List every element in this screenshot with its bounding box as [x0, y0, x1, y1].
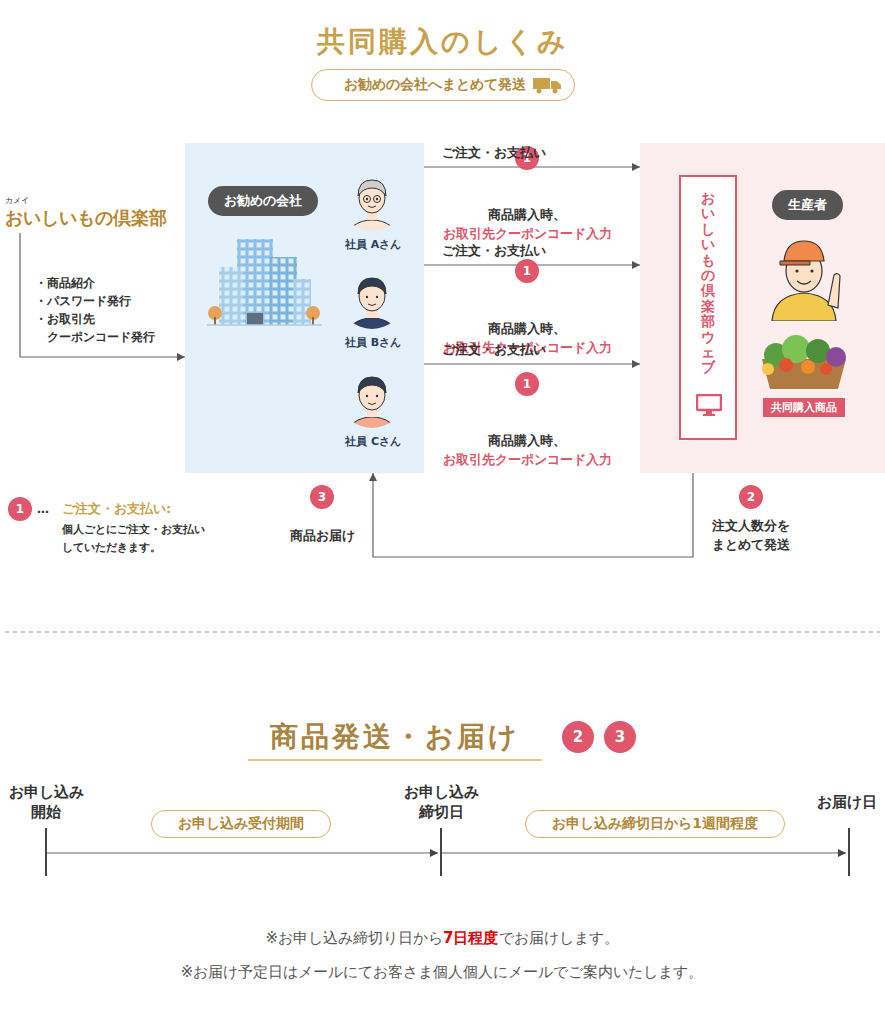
heading-underline	[248, 759, 542, 761]
label-slot: 注文人数分を まとめて発送	[696, 516, 806, 554]
label-slot: 商品購入時、	[488, 431, 566, 450]
label-text: 商品発送・お届け	[270, 718, 520, 756]
title: 共同購入のしくみ	[317, 23, 569, 61]
label-slot: 商品購入時、	[488, 319, 566, 338]
subtitle-pill: お勧めの会社へまとめて発送	[311, 69, 575, 101]
person-illustration	[339, 264, 405, 330]
box-text: お申し込み締切日から1週間程度	[552, 815, 758, 833]
note-row: ※お申し込み締切り日から7日程度でお届けします。	[265, 929, 618, 948]
vertical-text: おいしいもの倶楽部ウェブ	[701, 191, 715, 376]
label-text: ・商品紹介	[35, 274, 95, 292]
label-slot: ・商品紹介	[35, 274, 95, 292]
label-text: 注文人数分を まとめて発送	[696, 516, 806, 554]
label-slot: 社員 Cさん	[318, 434, 428, 449]
label-slot: お取引先クーポンコード入力	[443, 450, 612, 469]
label-slot: お届け日	[817, 792, 877, 812]
label-slot: 1	[8, 497, 32, 521]
label-slot: ・パスワード発行	[35, 292, 131, 310]
box-heading: お勧めの会社	[208, 186, 318, 216]
edge-label: ご注文・お支払い	[442, 144, 546, 162]
label-text: ※お届け予定日はメールにてお客さま個人個人にメールでご案内いたします。	[181, 963, 704, 982]
label-text: ・パスワード発行	[35, 292, 131, 310]
producer-box: 生産者 おいしいもの倶楽部ウェブ共同購入商品	[640, 143, 885, 473]
label-text: 商品購入時、	[488, 205, 566, 224]
label-slot: 1	[515, 259, 539, 283]
label-slot: …	[37, 500, 49, 518]
label-text: ・お取引先 クーポンコード発行	[35, 310, 185, 346]
label-slot: ご注文・お支払い	[442, 242, 546, 260]
logo-small-text: カメイ	[5, 196, 167, 206]
label-slot: 社員 Bさん	[318, 335, 428, 350]
callout-number: 1	[8, 497, 32, 521]
label-slot: お取引先クーポンコード入力	[443, 224, 612, 243]
label-slot: ご注文・お支払い:	[62, 500, 171, 518]
logo-text: おいしいもの倶楽部	[5, 206, 167, 230]
period-pill: お申し込み締切日から1週間程度	[525, 810, 785, 838]
callout-number: 1	[515, 259, 539, 283]
truck-icon	[532, 76, 562, 94]
person-illustration	[339, 363, 405, 429]
farmer-illustration	[764, 233, 846, 321]
label-slot: ご注文・お支払い	[442, 341, 546, 359]
label-text: ご注文・お支払い:	[62, 500, 171, 518]
person-illustration	[339, 166, 405, 232]
label-text: お申し込み 締切日	[396, 782, 486, 822]
separator	[5, 632, 880, 633]
label-slot: 商品お届け	[290, 526, 355, 545]
label-slot: 1	[515, 372, 539, 396]
label-slot: 3	[604, 721, 636, 753]
label-slot: ※お届け予定日はメールにてお客さま個人個人にメールでご案内いたします。	[181, 963, 704, 982]
period-pill: お申し込み受付期間	[151, 810, 331, 838]
label-text: 商品購入時、	[488, 319, 566, 338]
connector-arrow	[20, 233, 185, 357]
connector-arrow	[373, 473, 693, 557]
vegetables-illustration	[756, 329, 852, 391]
label-slot: お申し込み 締切日	[396, 782, 486, 822]
logo: カメイおいしいもの倶楽部	[5, 196, 167, 230]
note-text: 7日程度	[443, 929, 498, 948]
box-text: お勧めの会社へまとめて発送	[344, 76, 526, 94]
label-text: 商品購入時、	[488, 431, 566, 450]
label-slot: 共同購入のしくみ	[317, 23, 569, 61]
timeline-arrows	[47, 852, 846, 853]
label-text: 個人ごとにご注文・お支払い していただきます。	[62, 521, 240, 557]
label-slot: 個人ごとにご注文・お支払い していただきます。	[62, 521, 240, 557]
person-label: 社員 Cさん	[318, 434, 428, 449]
monitor-icon	[696, 394, 722, 416]
label-slot: ご注文・お支払い	[442, 144, 546, 162]
person-label: 社員 Bさん	[318, 335, 428, 350]
label-text: お申し込み 開始	[3, 782, 89, 822]
callout-number: 1	[515, 372, 539, 396]
box-heading: 生産者	[772, 190, 843, 220]
label-slot: 2	[562, 721, 594, 753]
label-slot: 3	[310, 485, 334, 509]
label-text: …	[37, 500, 49, 518]
label-slot: 2	[739, 485, 763, 509]
label-text: お取引先クーポンコード入力	[443, 450, 612, 469]
box-text: お申し込み受付期間	[178, 815, 304, 833]
label-text: お取引先クーポンコード入力	[443, 224, 612, 243]
building-illustration	[207, 233, 322, 331]
callout-number: 2	[739, 485, 763, 509]
label-text: お届け日	[817, 792, 877, 812]
edge-label: ご注文・お支払い	[442, 242, 546, 260]
label-slot: 商品購入時、	[488, 205, 566, 224]
website-box: おいしいもの倶楽部ウェブ	[679, 175, 737, 440]
callout-number: 2	[562, 721, 594, 753]
person-label: 社員 Aさん	[318, 237, 428, 252]
label-slot: 社員 Aさん	[318, 237, 428, 252]
label-text: 商品お届け	[290, 526, 355, 545]
callout-number: 3	[604, 721, 636, 753]
label-slot: ・お取引先 クーポンコード発行	[35, 310, 185, 346]
callout-number: 3	[310, 485, 334, 509]
edge-label: ご注文・お支払い	[442, 341, 546, 359]
label-slot: お申し込み 開始	[3, 782, 89, 822]
company-box: お勧めの会社社員 Aさん社員 Bさん社員 Cさん	[185, 143, 424, 473]
box-text: 共同購入商品	[771, 400, 837, 415]
product-tag: 共同購入商品	[763, 398, 845, 417]
note-text: ※お申し込み締切り日から	[265, 929, 443, 948]
note-text: でお届けします。	[499, 929, 619, 948]
label-slot: 商品発送・お届け	[270, 718, 520, 756]
